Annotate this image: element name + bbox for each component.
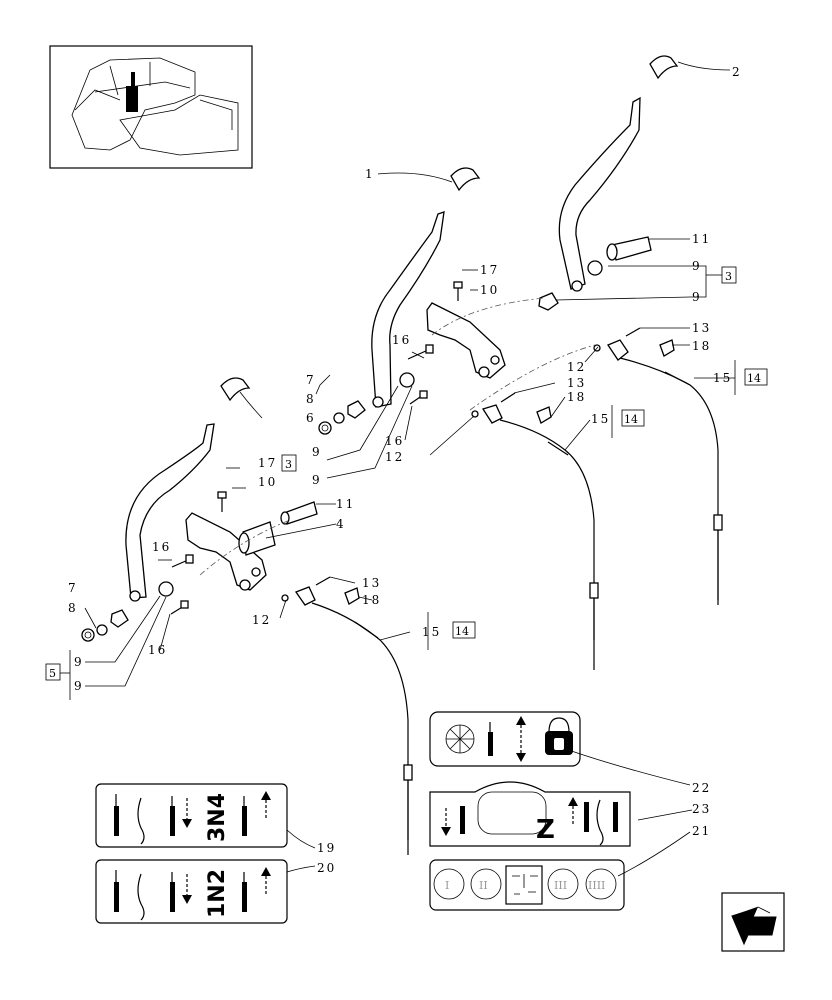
callout-16-left-a: 16 [152, 540, 171, 554]
callout-14-right: 14 [747, 372, 761, 385]
callout-16-left-b: 16 [148, 643, 167, 657]
callout-15-middle: 15 [591, 412, 610, 426]
bolt-16-left-a [171, 554, 194, 568]
callout-9-middle-b: 9 [312, 473, 322, 487]
decal-20: 1N2 [95, 859, 288, 924]
bolt-16-left-b [170, 600, 189, 615]
callout-3-left: 3 [285, 458, 292, 471]
callout-18-left: 18 [362, 593, 381, 607]
lever-knob-2 [649, 55, 679, 80]
gear-ii: II [479, 879, 488, 892]
callouts: 1 2 11 9 9 17 10 13 18 15 12 13 18 15 16… [68, 65, 742, 875]
callout-11-right: 11 [692, 232, 711, 246]
bolt-17-left [217, 491, 227, 512]
lever-left [125, 423, 215, 602]
callout-23: 23 [692, 802, 711, 816]
callout-9-right-a: 9 [692, 259, 702, 273]
callout-10-left: 10 [258, 475, 277, 489]
gear-iii: III [554, 879, 567, 892]
callout-13-left: 13 [362, 576, 381, 590]
callout-9-left-b: 9 [74, 679, 84, 693]
tractor-thumbnail-icon [49, 45, 253, 169]
callout-2: 2 [732, 65, 742, 79]
pto-icon [445, 724, 475, 754]
callout-8-left: 8 [68, 601, 78, 615]
decal-23: Z [429, 781, 631, 847]
callout-22: 22 [692, 781, 711, 795]
gear-iiii: IIII [588, 879, 605, 892]
boxed-callouts: 3 3 5 14 14 14 [45, 266, 768, 681]
callout-9-left-a: 9 [74, 655, 84, 669]
callout-16-right-a: 16 [392, 333, 411, 347]
lock-icon [545, 717, 573, 755]
nut-right [538, 292, 559, 311]
callout-14-middle: 14 [624, 413, 638, 426]
callout-7-left: 7 [68, 581, 78, 595]
callout-17-right: 17 [480, 263, 499, 277]
callout-12-middle: 12 [385, 450, 404, 464]
bracket-right [426, 302, 506, 379]
callout-9-middle-a: 9 [312, 445, 322, 459]
callout-1: 1 [365, 167, 375, 181]
callout-11-left: 11 [336, 497, 355, 511]
leader-lines [60, 61, 736, 877]
callout-10-right: 10 [480, 283, 499, 297]
gear-3n4-text: 3N4 [205, 793, 230, 842]
decal-21: I II III IIII [429, 859, 625, 911]
callout-18-middle: 18 [567, 390, 586, 404]
callout-14-left: 14 [455, 625, 469, 638]
callout-4: 4 [336, 517, 346, 531]
bracket-left [185, 512, 267, 591]
gear-i: I [445, 879, 449, 892]
callout-5: 5 [49, 667, 56, 680]
callout-16-right-b: 16 [385, 434, 404, 448]
callout-19: 19 [317, 841, 336, 855]
callout-3-right: 3 [725, 270, 732, 283]
bolt-17-right [453, 281, 463, 301]
washer-7-left [81, 609, 129, 642]
callout-7-middle: 7 [306, 373, 316, 387]
decal-19: 3N4 [95, 783, 288, 848]
callout-6: 6 [306, 411, 316, 425]
washer-7-middle [318, 400, 366, 435]
lever-middle [371, 211, 445, 408]
pin-right [606, 236, 652, 261]
callout-15-left: 15 [422, 625, 441, 639]
pin-left [238, 501, 318, 556]
lever-knob-6 [220, 377, 251, 402]
callout-13-right: 13 [692, 321, 711, 335]
bolt-16-right-a [407, 344, 434, 360]
callout-12-right: 12 [567, 360, 586, 374]
gear-1n2-text: 1N2 [205, 869, 230, 918]
lever-right [558, 96, 641, 292]
cable-right [593, 327, 723, 605]
decal-22 [429, 711, 581, 767]
bolt-16-right-b [409, 390, 428, 405]
callout-20: 20 [317, 861, 336, 875]
callout-9-right-b: 9 [692, 290, 702, 304]
callout-13-middle: 13 [567, 376, 586, 390]
callout-21: 21 [692, 824, 711, 838]
nav-arrow-icon[interactable] [721, 892, 785, 952]
lever-knob-1 [450, 167, 481, 192]
callout-8-middle: 8 [306, 392, 316, 406]
callout-15-right: 15 [713, 371, 732, 385]
callout-12-left: 12 [252, 613, 271, 627]
z-gear-text: Z [536, 815, 555, 845]
callout-17-left: 17 [258, 456, 277, 470]
cable-middle [471, 392, 599, 670]
callout-18-right: 18 [692, 339, 711, 353]
cable-left [281, 576, 413, 855]
